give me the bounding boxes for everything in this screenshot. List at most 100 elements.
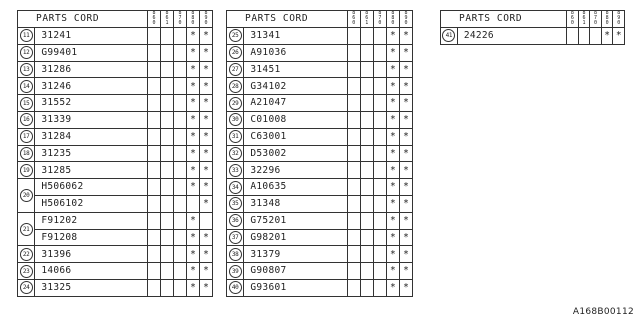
year-column-header: 890 (612, 10, 625, 28)
applicability-mark (159, 43, 174, 62)
callout-cell: 11 (16, 27, 36, 45)
year-column-header: 870 (172, 10, 187, 28)
applicability-mark (359, 43, 374, 62)
applicability-mark (147, 178, 161, 196)
applicability-mark (147, 245, 161, 264)
callout-number: 17 (19, 130, 33, 144)
table-row: F91208** (18, 228, 214, 247)
applicability-mark (372, 211, 387, 230)
applicability-mark: * (185, 127, 200, 146)
part-code: 24226 (456, 27, 568, 45)
applicability-mark (346, 43, 361, 62)
callout-cell: 22 (16, 245, 36, 264)
year-column-label: 880 (605, 10, 609, 27)
callout-cell: 40 (225, 278, 245, 297)
year-column-label: 890 (204, 10, 208, 27)
applicability-mark: * (385, 77, 400, 96)
year-column-header: 870 (372, 10, 387, 28)
applicability-mark (147, 278, 161, 297)
applicability-mark: * (385, 144, 400, 163)
callout-number: 26 (228, 46, 242, 60)
applicability-mark: * (398, 278, 414, 297)
part-code: 31325 (34, 278, 148, 297)
applicability-mark (372, 94, 387, 112)
applicability-mark (359, 110, 374, 129)
callout-number: 29 (228, 96, 242, 110)
applicability-mark (172, 262, 187, 280)
applicability-mark: * (198, 127, 214, 146)
year-column-header: 890 (398, 10, 414, 28)
applicability-mark: * (385, 278, 400, 297)
applicability-mark: * (398, 228, 414, 247)
part-code: 31286 (34, 60, 148, 79)
applicability-mark (172, 77, 187, 96)
table-row: H506102* (18, 194, 214, 213)
applicability-mark (359, 94, 374, 112)
callout-cell: 37 (225, 228, 245, 247)
applicability-mark (159, 60, 174, 79)
part-code: G99401 (34, 43, 148, 62)
year-column-label: 880 (191, 10, 195, 27)
applicability-mark (346, 228, 361, 247)
applicability-mark (159, 278, 174, 297)
applicability-mark: * (198, 262, 214, 280)
part-code: 14066 (34, 262, 148, 280)
applicability-mark: * (398, 127, 414, 146)
year-column-header: 86 1 (359, 10, 374, 28)
part-code: 31246 (34, 77, 148, 96)
year-column-label: 86 1 (582, 10, 586, 27)
callout-number: 14 (19, 79, 33, 93)
callout-number: 13 (19, 62, 33, 76)
year-column-label: 890 (617, 10, 621, 27)
applicability-mark: * (198, 110, 214, 129)
callout-cell: 39 (225, 262, 245, 280)
callout-cell: 12 (16, 43, 36, 62)
applicability-mark (359, 178, 374, 196)
part-code: 31451 (243, 60, 348, 79)
part-code: C63001 (243, 127, 348, 146)
applicability-mark: * (198, 161, 214, 180)
applicability-mark (172, 161, 187, 180)
part-code: G75201 (243, 211, 348, 230)
applicability-mark (147, 94, 161, 112)
callout-number: 20 (19, 188, 33, 202)
callout-cell: 24 (16, 278, 36, 297)
year-column-header: 880 (185, 10, 200, 28)
diagram-reference-code: A168B00112 (572, 307, 634, 317)
part-code: 31241 (34, 27, 148, 45)
applicability-mark (346, 144, 361, 163)
applicability-mark (346, 94, 361, 112)
applicability-mark: * (198, 77, 214, 96)
part-code: A21047 (243, 94, 348, 112)
applicability-mark (159, 228, 174, 247)
applicability-mark: * (385, 27, 400, 45)
applicability-mark: * (198, 194, 214, 213)
part-code: 31235 (34, 144, 148, 163)
applicability-mark (346, 245, 361, 264)
applicability-mark (566, 27, 579, 45)
applicability-mark: * (385, 178, 400, 196)
applicability-mark (359, 161, 374, 180)
year-column-label: 870 (378, 10, 382, 27)
part-code: G90807 (243, 262, 348, 280)
applicability-mark (346, 278, 361, 297)
parts-cord-header: PARTS CORD (439, 10, 568, 28)
applicability-mark: * (398, 211, 414, 230)
applicability-mark: * (398, 194, 414, 213)
callout-number: 40 (228, 281, 242, 295)
callout-cell: 13 (16, 60, 36, 79)
applicability-mark: * (185, 245, 200, 264)
callout-number: 23 (19, 264, 33, 278)
applicability-mark: * (385, 262, 400, 280)
